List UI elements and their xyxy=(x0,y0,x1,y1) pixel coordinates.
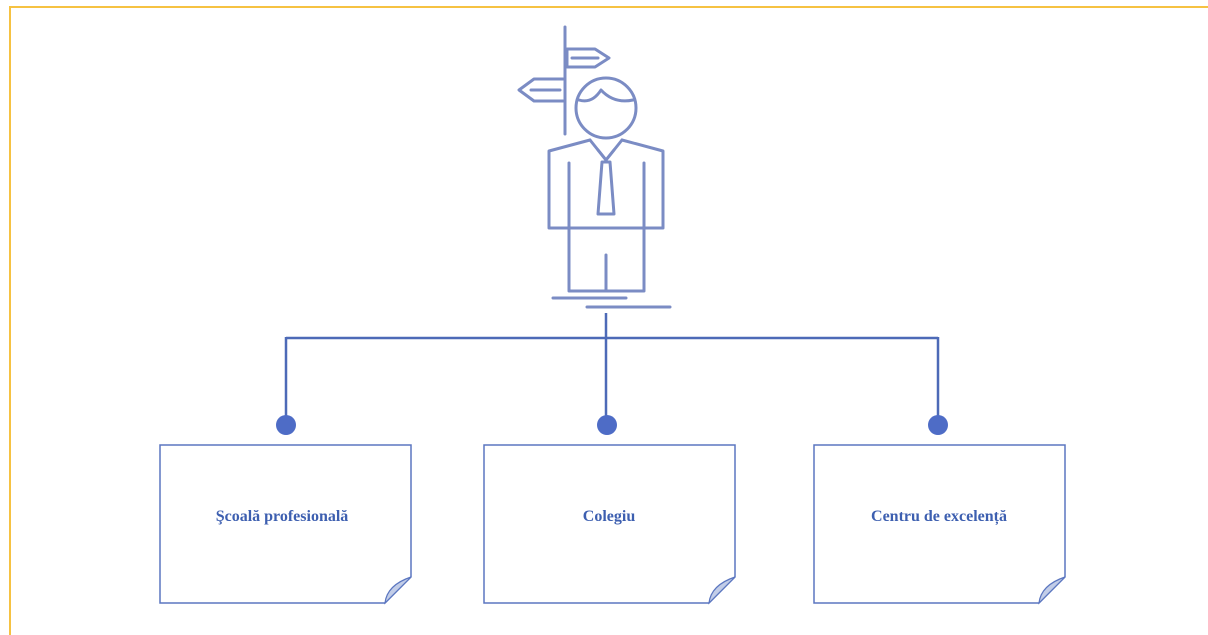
connectors xyxy=(284,313,940,424)
box-label-scoala-profesionala: Şcoală profesională xyxy=(215,508,349,525)
person-at-crossroads-icon xyxy=(517,25,672,309)
signpost-icon xyxy=(517,25,611,136)
node-dot-1 xyxy=(276,415,296,435)
note-box-3 xyxy=(813,444,1066,605)
node-dot-2 xyxy=(597,415,617,435)
box-label-colegiu: Colegiu xyxy=(582,508,636,525)
box-label-centru-de-excelenta: Centru de excelență xyxy=(871,508,1007,525)
note-box-2 xyxy=(483,444,736,605)
note-box-1 xyxy=(159,444,412,605)
node-dot-3 xyxy=(928,415,948,435)
diagram-frame xyxy=(9,6,1208,635)
